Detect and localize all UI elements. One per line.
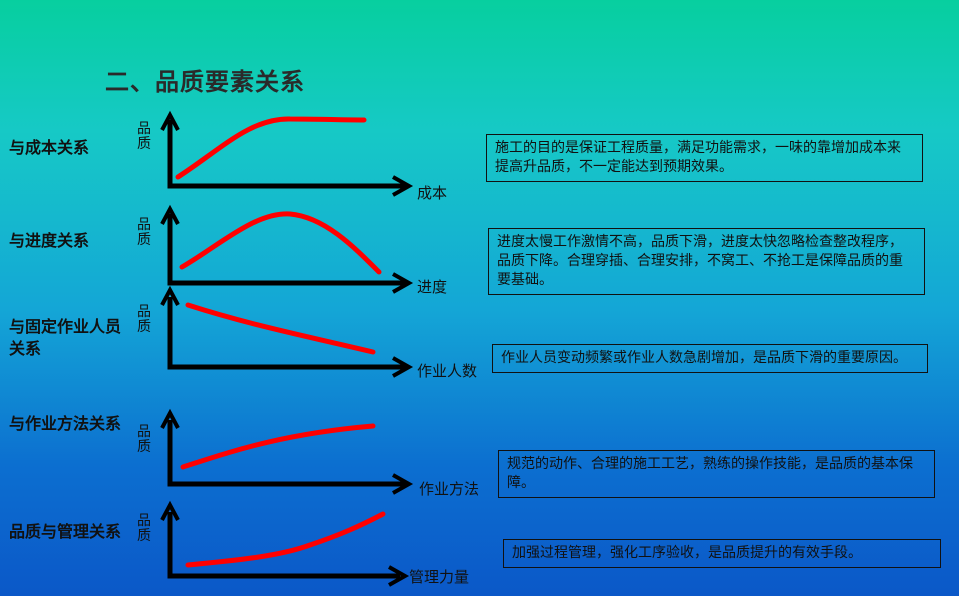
row-label-management: 品质与管理关系 xyxy=(9,522,122,541)
diagram-management xyxy=(160,500,410,587)
page-title: 二、品质要素关系 xyxy=(105,68,305,96)
x-axis-arrowhead xyxy=(392,272,414,294)
y-axis-label: 品质 xyxy=(137,304,151,335)
x-axis-arrowhead xyxy=(392,175,414,197)
note-workers: 作业人员变动频繁或作业人数急剧增加，是品质下滑的重要原因。 xyxy=(492,344,928,373)
y-axis-label: 品质 xyxy=(137,121,151,152)
y-axis-arrowhead xyxy=(160,408,180,429)
quality-curve xyxy=(185,302,376,355)
x-axis-label-workers: 作业人数 xyxy=(417,362,478,380)
x-axis-label-method: 作业方法 xyxy=(419,480,480,498)
diagram-workers xyxy=(160,285,414,378)
row-label-method: 与作业方法关系 xyxy=(9,414,122,433)
note-cost: 施工的目的是保证工程质量，满足功能需求，一味的靠增加成本来提高升品质，不一定能达… xyxy=(486,134,923,182)
quality-curve xyxy=(179,211,382,275)
axis-arrow xyxy=(167,297,405,370)
diagram-schedule xyxy=(160,204,414,294)
y-axis-arrowhead xyxy=(160,285,180,306)
axis-arrow xyxy=(167,214,405,286)
diagram-cost xyxy=(160,110,414,197)
x-axis-arrowhead xyxy=(392,473,414,495)
y-axis-label: 品质 xyxy=(137,217,151,248)
quality-curve xyxy=(180,423,376,470)
y-axis-arrowhead xyxy=(160,110,180,131)
x-axis-arrowhead xyxy=(388,565,410,587)
axis-arrow xyxy=(167,120,405,189)
x-axis-label-cost: 成本 xyxy=(417,184,448,202)
x-axis-arrowhead xyxy=(392,356,414,378)
y-axis-arrowhead xyxy=(160,500,180,521)
note-method: 规范的动作、合理的施工工艺，熟练的操作技能，是品质的基本保障。 xyxy=(498,450,935,498)
diagram-method xyxy=(160,408,414,495)
row-label-workers: 与固定作业人员关系 xyxy=(9,317,122,358)
axis-arrow xyxy=(167,512,400,579)
quality-curve xyxy=(175,116,367,180)
note-schedule: 进度太慢工作激情不高，品质下滑，进度太快忽略检查整改程序，品质下降。合理穿插、合… xyxy=(488,228,925,295)
x-axis-label-management: 管理力量 xyxy=(409,568,470,586)
y-axis-label: 品质 xyxy=(137,424,151,455)
y-axis-label: 品质 xyxy=(137,513,151,544)
row-label-schedule: 与进度关系 xyxy=(9,231,90,250)
x-axis-label-schedule: 进度 xyxy=(417,278,448,296)
axis-arrow xyxy=(167,420,405,487)
y-axis-arrowhead xyxy=(160,204,180,225)
quality-curve xyxy=(185,511,386,568)
row-label-cost: 与成本关系 xyxy=(9,138,90,157)
note-management: 加强过程管理，强化工序验收，是品质提升的有效手段。 xyxy=(503,539,941,568)
